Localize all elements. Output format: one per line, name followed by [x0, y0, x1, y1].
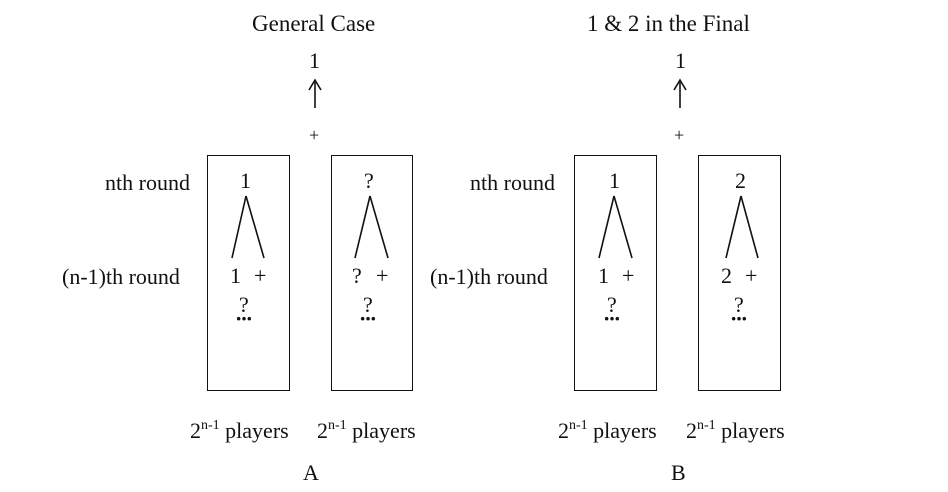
diagram-a-nth-round-label: nth round: [105, 170, 190, 195]
players-base: 2: [558, 418, 569, 443]
diagram-a-winner: 1: [309, 48, 320, 73]
diagram-a-title: General Case: [252, 11, 376, 36]
diagram-b-nth-round-label: nth round: [470, 170, 555, 195]
diagram-b-title: 1 & 2 in the Final: [587, 11, 750, 36]
diagram-a-right-plus: +: [376, 263, 389, 288]
diagram-a-left-bottom: 1: [230, 263, 241, 288]
players-base: 2: [317, 418, 328, 443]
diagram-b-right-top: 2: [735, 168, 746, 193]
diagram-a-left-unknown: ?: [239, 292, 249, 317]
diagram-b-left-unknown: ?: [607, 292, 617, 317]
diagram-b-right-unknown: ?: [734, 292, 744, 317]
arrow-b: [673, 78, 687, 108]
players-exponent: n-1: [697, 418, 716, 433]
diagram-b-left-bottom: 1: [598, 263, 609, 288]
diagram-b-prev-round-label: (n-1)th round: [430, 264, 548, 289]
players-word: players: [225, 418, 289, 443]
diagram-a-prev-round-label: (n-1)th round: [62, 264, 180, 289]
diagram-b-right-players: 2n-1 players: [686, 418, 785, 443]
players-word: players: [721, 418, 785, 443]
diagram-b-left-players: 2n-1 players: [558, 418, 657, 443]
diagram-b-winner: 1: [675, 48, 686, 73]
diagram-b-right-plus: +: [745, 263, 758, 288]
diagram-a-caption: A: [303, 460, 319, 485]
diagram-b-plus: +: [674, 125, 685, 145]
diagram-a-right-bottom: ?: [352, 263, 362, 288]
arrow-a: [308, 78, 322, 108]
players-base: 2: [190, 418, 201, 443]
diagram-a-right-box: [331, 155, 413, 391]
diagram-a-left-ellipsis: ···: [235, 306, 253, 331]
players-exponent: n-1: [201, 418, 220, 433]
diagram-a-right-top: ?: [364, 168, 374, 193]
players-word: players: [593, 418, 657, 443]
diagram-a-left-top: 1: [240, 168, 251, 193]
diagram-a-right-players: 2n-1 players: [317, 418, 416, 443]
diagram-b-right-box: [698, 155, 781, 391]
diagram-b-right-bottom: 2: [721, 263, 732, 288]
diagram-a-left-players: 2n-1 players: [190, 418, 289, 443]
diagram-a-right-ellipsis: ···: [359, 306, 377, 331]
diagram-a-plus: +: [309, 125, 320, 145]
diagram-b-right-ellipsis: ···: [730, 306, 748, 331]
diagram-b-left-ellipsis: ···: [603, 306, 621, 331]
diagram-b-caption: B: [671, 460, 686, 485]
diagram-b-left-box: [574, 155, 657, 391]
players-word: players: [352, 418, 416, 443]
diagram-a-right-unknown: ?: [363, 292, 373, 317]
diagram-a-left-plus: +: [254, 263, 267, 288]
diagram-a-left-box: [207, 155, 290, 391]
diagram-b-left-plus: +: [622, 263, 635, 288]
players-base: 2: [686, 418, 697, 443]
diagram-b-left-top: 1: [609, 168, 620, 193]
players-exponent: n-1: [328, 418, 347, 433]
players-exponent: n-1: [569, 418, 588, 433]
